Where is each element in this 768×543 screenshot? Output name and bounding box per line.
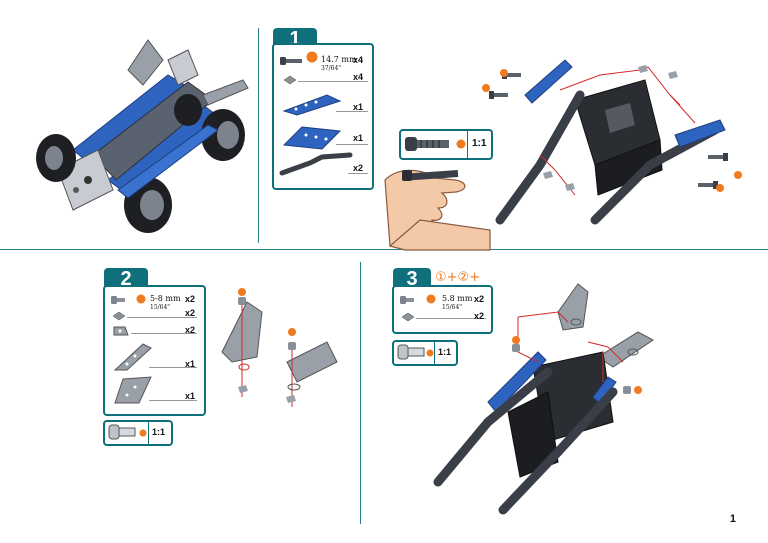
scale-separator xyxy=(148,422,149,444)
screw-actual-size-icon xyxy=(405,137,449,151)
leader-line xyxy=(336,144,368,145)
leader-line xyxy=(348,173,368,174)
leader-line xyxy=(127,317,197,318)
step-1-qty-screw: x4 xyxy=(353,55,364,65)
step-2-scale-label: 1:1 xyxy=(152,427,166,437)
section-divider-vertical-bottom xyxy=(360,262,361,524)
page-number: 1 xyxy=(729,513,736,525)
badge-icon xyxy=(139,429,147,437)
dim-inch: 15/64" xyxy=(150,304,171,311)
dim-inch: 37/64" xyxy=(321,65,342,72)
step-2-number: 2 xyxy=(104,268,148,290)
step-2-qty-triangle: x1 xyxy=(185,359,196,369)
dim-mm: 5.8 mm xyxy=(442,294,473,303)
step-2-scale-box: 1:1 xyxy=(103,420,173,446)
step-3-scale-box: 1:1 xyxy=(392,340,458,366)
step-2-qty-screw: x2 xyxy=(185,294,196,304)
triangle-bracket-mirror-icon xyxy=(114,376,152,404)
short-screw-actual-size-icon xyxy=(108,424,136,440)
step-1-assembly-illustration xyxy=(482,59,742,225)
hand-holding-screw-illustration xyxy=(384,169,491,251)
square-nut-icon xyxy=(401,312,415,322)
square-nut-icon xyxy=(112,311,126,321)
step-1-scale-box: 1:1 xyxy=(399,129,493,160)
badge-icon xyxy=(306,51,318,63)
leader-line xyxy=(298,81,368,82)
leader-line xyxy=(131,333,197,334)
step-2-parts-box: 5-8 mm 15/64" x2 x2 x2 x1 x1 xyxy=(103,285,206,416)
leader-line xyxy=(416,318,486,319)
step-2-qty-nut: x2 xyxy=(185,308,196,318)
section-divider-vertical-top xyxy=(258,28,259,243)
section-divider-horizontal xyxy=(0,249,768,250)
step-1-screw-dimension: 14.7 mm 37/64" xyxy=(321,56,357,73)
step-3-parts-box: 5.8 mm 15/64" x2 x2 xyxy=(392,285,493,334)
dim-mm: 5-8 mm xyxy=(150,294,181,303)
dim-inch: 15/64" xyxy=(442,304,463,311)
short-screw-icon xyxy=(400,296,414,304)
step-3-combination: ①+②+ xyxy=(435,270,481,285)
step-2-qty-triangle-mirror: x1 xyxy=(185,391,196,401)
step-1-qty-bracket: x1 xyxy=(353,102,364,112)
step-3-qty-nut: x2 xyxy=(474,311,485,321)
step-1-qty-nut: x4 xyxy=(353,72,364,82)
step-1-qty-beam: x2 xyxy=(353,163,364,173)
step-2-assembly-illustration xyxy=(221,288,338,407)
short-screw-icon xyxy=(111,296,125,304)
badge-icon xyxy=(456,139,466,149)
angled-bracket-mirror-icon xyxy=(282,126,342,150)
nut-bracket-icon xyxy=(113,326,129,336)
scale-separator xyxy=(434,342,435,364)
step-3-number: 3 xyxy=(393,268,431,290)
scale-separator xyxy=(467,131,468,158)
step-3-scale-label: 1:1 xyxy=(438,347,452,357)
dim-mm: 14.7 mm xyxy=(321,55,357,64)
angled-bracket-icon xyxy=(282,94,342,116)
completed-vehicle-illustration xyxy=(36,39,249,233)
step-1-qty-bracket-mirror: x1 xyxy=(353,133,364,143)
badge-icon xyxy=(426,294,436,304)
badge-icon xyxy=(136,294,146,304)
square-nut-icon xyxy=(283,75,297,85)
curved-beam-icon xyxy=(279,152,353,176)
step-1-scale-label: 1:1 xyxy=(472,138,487,149)
step-3-assembly-illustration xyxy=(433,283,654,515)
step-2-qty-nut-bracket: x2 xyxy=(185,325,196,335)
step-3-qty-screw: x2 xyxy=(474,294,485,304)
triangle-bracket-icon xyxy=(113,343,152,371)
screw-icon xyxy=(280,57,302,65)
badge-icon xyxy=(426,349,434,357)
leader-line xyxy=(336,111,368,112)
short-screw-actual-size-icon xyxy=(397,344,425,360)
step-2-screw-dimension: 5-8 mm 15/64" xyxy=(150,295,181,312)
leader-line xyxy=(149,400,197,401)
step-1-parts-box: 14.7 mm 37/64" x4 x4 x1 x1 x2 xyxy=(272,43,374,190)
leader-line xyxy=(149,367,197,368)
step-3-screw-dimension: 5.8 mm 15/64" xyxy=(442,295,472,312)
